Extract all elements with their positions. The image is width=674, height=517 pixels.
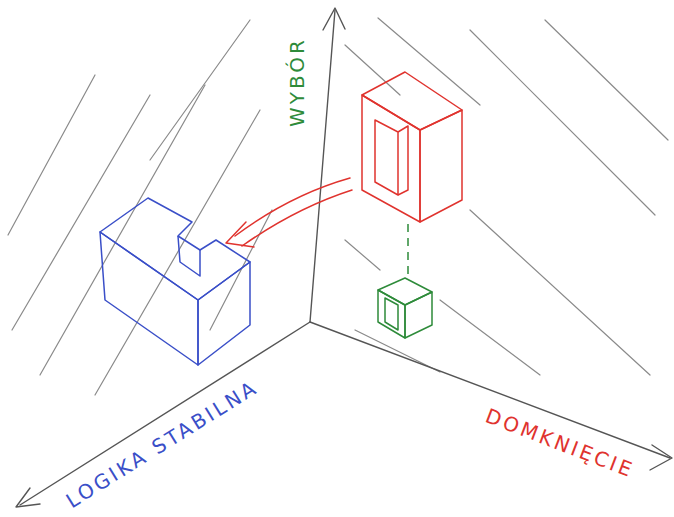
blue-block: [100, 198, 250, 365]
axis-label: WYBÓR: [285, 37, 309, 127]
axis-label: LOGIKA STABILNA: [62, 375, 263, 513]
axis-label: DOMKNIĘCIE: [482, 404, 638, 483]
axes: [16, 8, 672, 507]
red-arrow: [226, 178, 352, 247]
wall-hatching: [8, 18, 668, 395]
green-block: [378, 224, 432, 338]
red-block: [362, 72, 462, 222]
